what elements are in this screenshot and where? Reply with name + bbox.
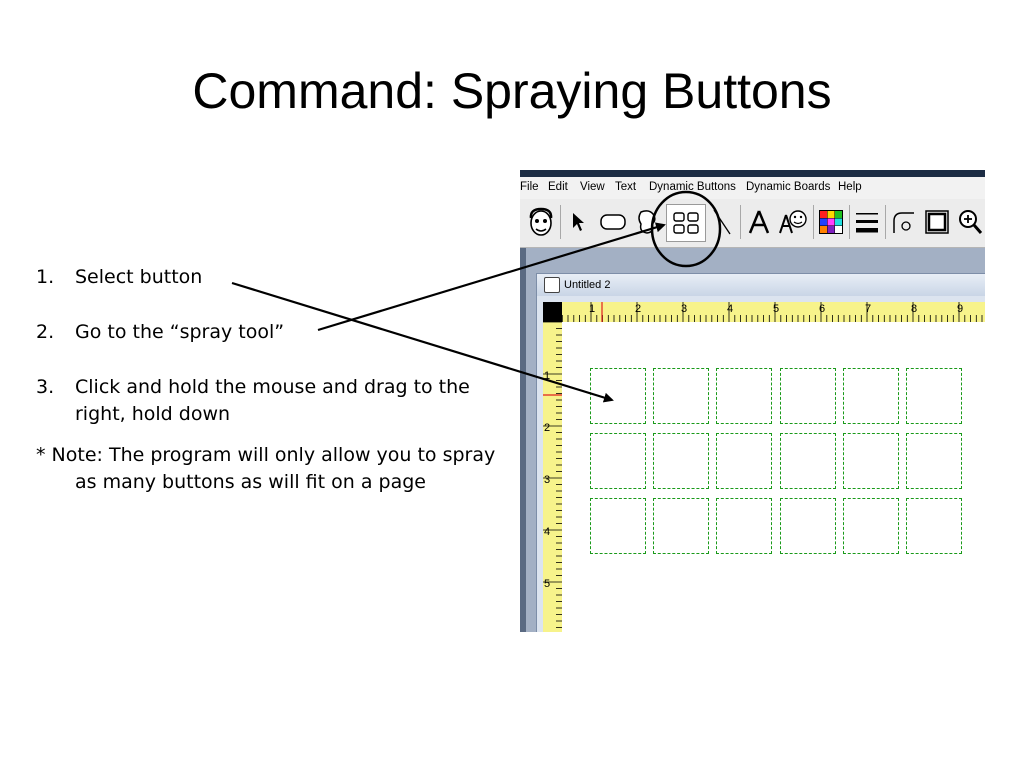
ruler-label: 6 xyxy=(819,303,826,315)
sprayed-button[interactable] xyxy=(779,433,836,489)
menu-file[interactable]: File xyxy=(520,181,539,193)
window-titlebar xyxy=(520,170,985,177)
document-titlebar[interactable]: Untitled 2 xyxy=(537,274,985,296)
toolbar-separator xyxy=(560,205,561,239)
sprayed-button[interactable] xyxy=(590,433,646,489)
ruler-label: 2 xyxy=(544,422,551,434)
sprayed-button[interactable] xyxy=(842,368,899,424)
sprayed-button[interactable] xyxy=(906,368,962,424)
toolbar xyxy=(520,199,985,248)
toolbar-separator xyxy=(740,205,741,239)
document-title: Untitled 2 xyxy=(564,279,611,291)
ruler-label: 1 xyxy=(544,370,551,382)
ruler-label: 3 xyxy=(681,303,688,315)
sprayed-button[interactable] xyxy=(906,498,962,554)
line-thickness-tool[interactable] xyxy=(852,204,882,240)
sprayed-button[interactable] xyxy=(590,368,646,424)
step-3: 3. Click and hold the mouse and drag to … xyxy=(36,374,496,428)
vertical-ruler: 1 2 3 4 5 xyxy=(543,322,562,632)
spray-tool-highlight-circle xyxy=(650,190,722,268)
border-tool[interactable] xyxy=(922,204,952,240)
menu-help[interactable]: Help xyxy=(838,181,862,193)
horizontal-ruler: 1 2 3 4 5 6 7 8 9 xyxy=(545,302,985,322)
face-tool-icon xyxy=(529,207,553,236)
corner-shape-tool[interactable] xyxy=(888,204,918,240)
symbol-finder-icon xyxy=(779,210,807,234)
ruler-label: 1 xyxy=(589,303,596,315)
sprayed-button[interactable] xyxy=(590,498,646,554)
ruler-label: 4 xyxy=(544,526,551,538)
ruler-corner xyxy=(543,302,562,322)
app-screenshot: File Edit View Text Dynamic Buttons Dyna… xyxy=(520,170,985,632)
note-text: * Note: The program will only allow you … xyxy=(36,444,496,493)
workspace-edge xyxy=(520,248,526,632)
face-tool[interactable] xyxy=(524,204,558,240)
horizontal-ruler-ticks xyxy=(545,302,983,322)
ruler-label: 8 xyxy=(911,303,918,315)
toolbar-separator xyxy=(813,205,814,239)
toolbar-separator xyxy=(849,205,850,239)
ruler-label: 7 xyxy=(865,303,872,315)
sprayed-button[interactable] xyxy=(906,433,962,489)
menu-bar: File Edit View Text Dynamic Buttons Dyna… xyxy=(520,177,985,199)
sprayed-button[interactable] xyxy=(842,498,899,554)
line-thickness-icon xyxy=(856,213,878,233)
sprayed-button[interactable] xyxy=(653,433,710,489)
zoom-tool[interactable] xyxy=(956,204,984,240)
sprayed-button[interactable] xyxy=(716,368,773,424)
arrow-select-button xyxy=(231,281,614,403)
step-text: Go to the “spray tool” xyxy=(75,321,285,343)
zoom-icon xyxy=(959,210,983,234)
ruler-label: 9 xyxy=(957,303,964,315)
symbol-finder-tool[interactable] xyxy=(776,204,810,240)
menu-edit[interactable]: Edit xyxy=(548,181,568,193)
sprayed-button[interactable] xyxy=(779,498,836,554)
menu-text[interactable]: Text xyxy=(615,181,637,193)
ruler-label: 4 xyxy=(727,303,734,315)
step-number: 1. xyxy=(36,266,55,288)
menu-dynamic-boards[interactable]: Dynamic Boards xyxy=(746,181,831,193)
slide-title: Command: Spraying Buttons xyxy=(192,63,832,119)
step-number: 2. xyxy=(36,321,55,343)
step-2: 2. Go to the “spray tool” xyxy=(36,319,496,346)
instruction-list: 1. Select button 2. Go to the “spray too… xyxy=(36,264,496,496)
sprayed-button[interactable] xyxy=(653,498,710,554)
pointer-tool[interactable] xyxy=(564,204,592,240)
corner-shape-icon xyxy=(893,212,914,233)
text-tool[interactable] xyxy=(744,204,774,240)
sprayed-button[interactable] xyxy=(842,433,899,489)
sprayed-button[interactable] xyxy=(716,498,773,554)
ruler-label: 5 xyxy=(544,578,551,590)
color-palette-icon xyxy=(819,210,843,234)
menu-dynamic-buttons[interactable]: Dynamic Buttons xyxy=(649,181,736,193)
step-text: Select button xyxy=(75,266,203,288)
step-number: 3. xyxy=(36,376,55,398)
border-icon xyxy=(925,210,949,234)
step-text: Click and hold the mouse and drag to the… xyxy=(75,376,470,425)
document-icon xyxy=(544,277,560,293)
sprayed-button[interactable] xyxy=(779,368,836,424)
spray-tool[interactable] xyxy=(666,204,706,242)
sprayed-button[interactable] xyxy=(653,368,710,424)
sprayed-button[interactable] xyxy=(716,433,773,489)
ruler-label: 5 xyxy=(773,303,780,315)
color-tool[interactable] xyxy=(816,204,846,240)
pointer-tool-icon xyxy=(573,213,584,231)
spray-tool-icon xyxy=(673,212,699,234)
arrow-spray-tool xyxy=(317,222,666,332)
vertical-ruler-ticks xyxy=(543,322,562,628)
text-tool-icon xyxy=(748,210,770,234)
ruler-label: 2 xyxy=(635,303,642,315)
button-tool-icon xyxy=(600,214,626,230)
toolbar-separator xyxy=(885,205,886,239)
step-1: 1. Select button xyxy=(36,264,496,291)
button-tool[interactable] xyxy=(596,204,630,240)
ruler-label: 3 xyxy=(544,474,551,486)
menu-view[interactable]: View xyxy=(580,181,605,193)
